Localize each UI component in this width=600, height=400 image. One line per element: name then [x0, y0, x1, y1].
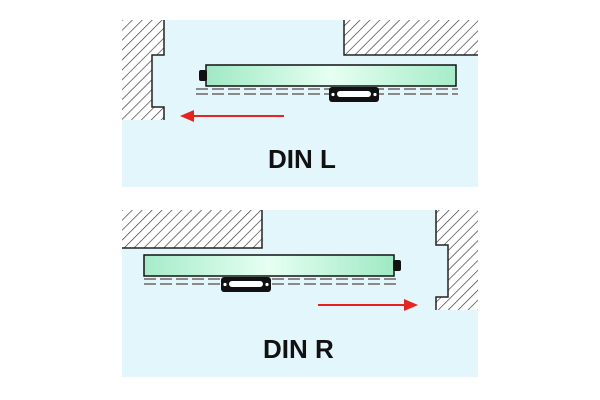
din-r-closer-body	[143, 254, 395, 277]
din-r-handle-icon	[221, 277, 271, 292]
panel-din-r: DIN R	[122, 210, 478, 377]
din-l-closer-body	[205, 64, 457, 87]
din-r-right-wall	[436, 210, 478, 310]
din-l-left-wall	[122, 20, 164, 120]
din-r-left-wall	[122, 210, 262, 248]
din-l-end-cap	[199, 70, 207, 81]
din-r-end-cap	[393, 260, 401, 271]
panel-din-l: DIN L	[122, 20, 478, 187]
din-r-label: DIN R	[263, 334, 334, 364]
din-l-label: DIN L	[268, 144, 336, 174]
din-l-arrow-left-icon	[180, 110, 284, 122]
din-l-handle-icon	[329, 87, 379, 102]
din-l-right-wall	[344, 20, 478, 55]
din-r-arrow-right-icon	[318, 299, 418, 311]
din-r-track	[144, 278, 398, 285]
din-l-track	[196, 88, 458, 95]
din-r-diagram	[122, 210, 478, 377]
din-l-diagram	[122, 20, 478, 187]
